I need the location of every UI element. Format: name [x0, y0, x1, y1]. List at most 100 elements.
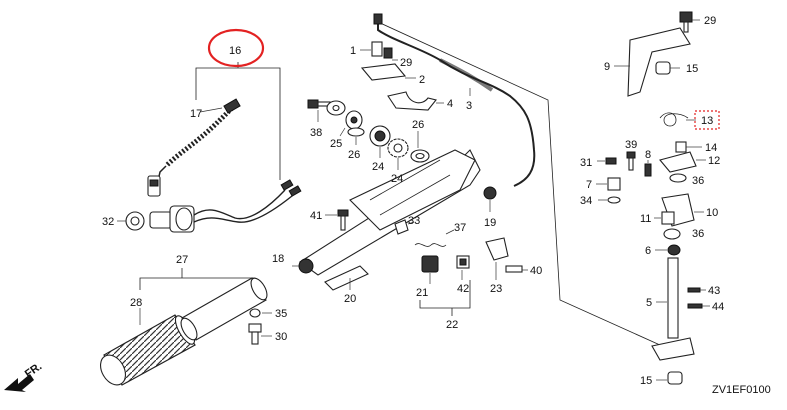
callout-43: 43 — [708, 285, 720, 297]
callout-15-bottom: 15 — [640, 375, 652, 387]
part-26-washer — [347, 127, 365, 145]
part-14-nut — [675, 141, 702, 153]
callout-44: 44 — [712, 301, 724, 313]
callout-22: 22 — [446, 319, 458, 331]
callout-2: 2 — [419, 74, 425, 86]
callout-8: 8 — [645, 149, 651, 161]
diagram-code: ZV1EF0100 — [712, 384, 771, 396]
part-19-cable-end — [483, 186, 497, 212]
front-arrow: FR. — [4, 360, 44, 392]
part-43-spring-pin — [687, 287, 706, 293]
callout-labels: 1 29 2 3 4 38 25 26 24 24 26 16 17 32 41… — [102, 15, 724, 387]
callout-24-right: 24 — [391, 173, 403, 185]
callout-26-left: 26 — [348, 149, 360, 161]
callout-36-top: 36 — [692, 175, 704, 187]
callout-25: 25 — [330, 138, 342, 150]
part-1-clamp — [360, 41, 383, 57]
callout-11: 11 — [640, 213, 651, 225]
callout-39: 39 — [625, 139, 637, 151]
part-29-screw-top — [383, 47, 398, 61]
callout-31: 31 — [580, 157, 592, 169]
part-39-bolt — [626, 151, 636, 171]
part-25-washer — [339, 110, 363, 137]
part-36-washer-lower — [663, 228, 681, 240]
callout-10: 10 — [706, 207, 718, 219]
callout-6: 6 — [645, 245, 651, 257]
callout-29-right: 29 — [704, 15, 716, 27]
part-37-spring — [414, 229, 455, 247]
callout-4: 4 — [447, 98, 453, 110]
part-35-washer — [249, 308, 272, 318]
part-26-washer-right — [410, 131, 430, 163]
part-20-plate — [324, 265, 369, 291]
callout-38: 38 — [310, 127, 322, 139]
part-27-throttle-pipe — [180, 277, 268, 341]
part-23-bracket — [485, 237, 509, 280]
part-13-spring — [659, 112, 696, 127]
callout-26-right: 26 — [412, 119, 424, 131]
part-34-washer — [598, 196, 621, 204]
part-6-collar — [655, 244, 681, 256]
part-33-clip — [394, 219, 415, 235]
callout-40: 40 — [530, 265, 542, 277]
part-5-shift-rod — [651, 257, 695, 361]
part-38-bolt — [307, 99, 331, 122]
part-41-bolt — [325, 209, 349, 231]
callout-3: 3 — [466, 100, 472, 112]
part-42-nut — [456, 255, 470, 280]
callout-20: 20 — [344, 293, 356, 305]
part-11-collar — [654, 211, 675, 225]
part-2-bracket — [360, 63, 416, 81]
callout-13: 13 — [701, 115, 713, 127]
part-44-pin — [687, 303, 710, 309]
part-15-collar-top — [655, 61, 680, 75]
part-29-bolt-right — [679, 11, 700, 33]
dotted-box-13 — [694, 110, 720, 130]
part-17-stop-switch-cord — [147, 98, 241, 197]
part-15-collar-bottom — [656, 371, 683, 385]
part-36-washer-top — [669, 173, 687, 183]
part-30-bolt — [248, 323, 272, 345]
callout-1: 1 — [350, 45, 356, 57]
callout-34: 34 — [580, 195, 592, 207]
part-24-friction-washer — [369, 125, 391, 158]
callout-30: 30 — [275, 331, 287, 343]
part-16-stop-switch — [149, 179, 302, 233]
callout-5: 5 — [646, 297, 652, 309]
part-tiller-handle — [292, 149, 481, 276]
callout-23: 23 — [490, 283, 502, 295]
highlight-ring-16 — [207, 28, 265, 68]
part-8-pin — [644, 160, 652, 177]
callout-21: 21 — [416, 287, 428, 299]
callout-27: 27 — [176, 254, 188, 266]
callout-29-top: 29 — [400, 57, 412, 69]
part-4-cable-clamp — [387, 91, 444, 111]
callout-12: 12 — [708, 155, 720, 167]
callout-37: 37 — [454, 222, 466, 234]
part-31-screw — [597, 157, 617, 165]
callout-15-top: 15 — [686, 63, 698, 75]
part-32-nut — [117, 211, 145, 231]
part-12-lever — [659, 151, 706, 173]
callout-42: 42 — [457, 283, 469, 295]
part-40-bolt — [505, 265, 528, 273]
part-24-washer-lower — [387, 138, 409, 170]
callout-24-left: 24 — [372, 161, 384, 173]
callout-9: 9 — [604, 61, 610, 73]
callout-28: 28 — [130, 297, 142, 309]
callout-32: 32 — [102, 216, 114, 228]
callout-16: 16 — [229, 45, 241, 57]
callout-36-lower: 36 — [692, 228, 704, 240]
callout-33: 33 — [408, 215, 420, 227]
callout-35: 35 — [275, 308, 287, 320]
callout-18: 18 — [272, 253, 284, 265]
part-21-knob — [421, 255, 439, 284]
part-26-washer-upper — [326, 100, 346, 116]
part-3-throttle-cable — [373, 13, 536, 187]
callout-17: 17 — [190, 108, 202, 120]
callout-7: 7 — [586, 179, 592, 191]
part-7-collar — [596, 177, 621, 191]
callout-41: 41 — [310, 210, 322, 222]
part-28-throttle-grip — [100, 308, 196, 386]
